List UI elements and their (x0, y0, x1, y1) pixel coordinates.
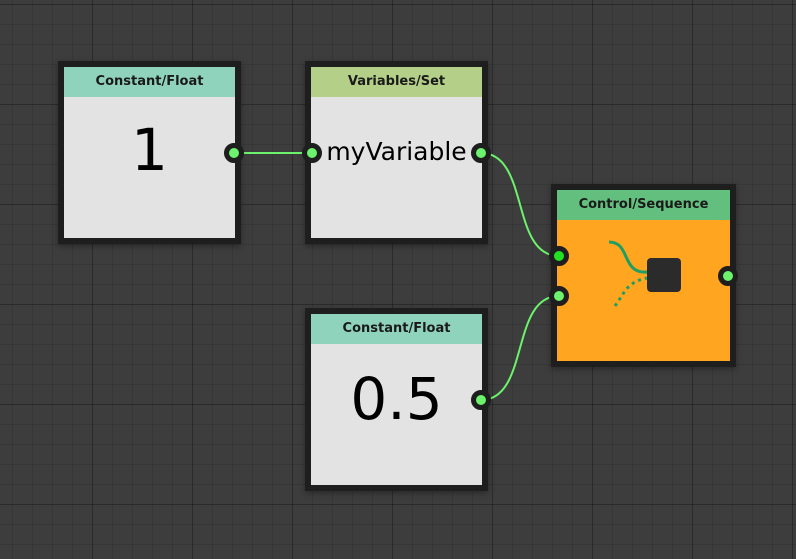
output-port-float-1[interactable] (224, 143, 244, 163)
float-value: 0.5 (350, 365, 443, 433)
output-port-float-2[interactable] (471, 390, 491, 410)
node-constant-float-1[interactable]: Constant/Float 1 (58, 61, 241, 244)
wire-float2-to-sequence-input-2 (480, 295, 560, 401)
node-header[interactable]: Variables/Set (311, 67, 482, 97)
output-port-sequence[interactable] (718, 266, 738, 286)
node-constant-float-2[interactable]: Constant/Float 0.5 (305, 308, 488, 491)
variable-name: myVariable (326, 137, 467, 166)
output-port-variable-set[interactable] (471, 143, 491, 163)
node-control-sequence[interactable]: Control/Sequence (551, 184, 736, 367)
input-port-sequence-2[interactable] (549, 286, 569, 306)
node-body (557, 220, 730, 361)
input-port-sequence-1[interactable] (549, 246, 569, 266)
sequence-icon (608, 240, 681, 307)
node-body: 1 (64, 97, 235, 238)
float-value: 1 (131, 116, 168, 184)
input-port-variable-set[interactable] (302, 143, 322, 163)
node-header[interactable]: Constant/Float (311, 314, 482, 344)
node-header[interactable]: Constant/Float (64, 67, 235, 97)
node-body: 0.5 (311, 344, 482, 485)
node-header[interactable]: Control/Sequence (557, 190, 730, 220)
node-variables-set[interactable]: Variables/Set myVariable (305, 61, 488, 244)
wire-set-to-sequence-input-1 (480, 152, 560, 257)
node-body: myVariable (311, 97, 482, 238)
